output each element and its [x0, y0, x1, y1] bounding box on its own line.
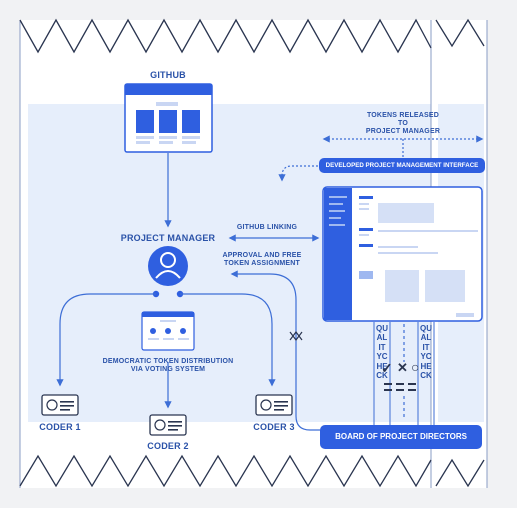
equals-dashes-icon	[384, 383, 416, 391]
coder2-id-card-icon	[149, 414, 187, 436]
pm-to-coder3-arrow	[180, 293, 276, 387]
voting-label: DEMOCRATIC TOKEN DISTRIBUTION VIA VOTING…	[102, 358, 234, 373]
tokens-released-label: TOKENS RELEASED TO PROJECT MANAGER	[365, 112, 441, 135]
check-icon: ✓	[381, 360, 393, 376]
top-zigzag-right	[435, 18, 485, 48]
cross-mark-icon	[289, 331, 303, 341]
bottom-zigzag-right	[435, 458, 485, 488]
approval-arrow	[230, 270, 320, 431]
circle-icon: ○	[411, 359, 420, 375]
quality-check-right-text: QUALITYCHECK	[420, 324, 432, 381]
top-zigzag	[19, 18, 432, 54]
github-linking-label: GITHUB LINKING	[236, 224, 298, 231]
quality-check-left-text: QUALITYCHECK	[376, 324, 388, 381]
github-label: GITHUB	[150, 70, 186, 80]
cross-icon: ✕	[397, 360, 409, 375]
coder2-label: CODER 2	[147, 441, 189, 451]
voting-window-icon	[141, 311, 195, 351]
board-of-directors-pill: BOARD OF PROJECT DIRECTORS	[320, 425, 482, 449]
bottom-zigzag	[19, 454, 432, 488]
coder1-label: CODER 1	[39, 422, 81, 432]
project-manager-label: PROJECT MANAGER	[120, 233, 216, 243]
coder3-id-card-icon	[255, 394, 293, 416]
approval-label: APPROVAL AND FREE TOKEN ASSIGNMENT	[222, 252, 302, 267]
project-management-interface-pill: DEVELOPED PROJECT MANAGEMENT INTERFACE	[319, 158, 485, 173]
coder3-label: CODER 3	[253, 422, 295, 432]
browser-window-icon	[124, 83, 213, 153]
pm-to-coder1-arrow	[56, 293, 156, 387]
coder1-id-card-icon	[41, 394, 79, 416]
dashboard-window-icon	[322, 186, 483, 322]
